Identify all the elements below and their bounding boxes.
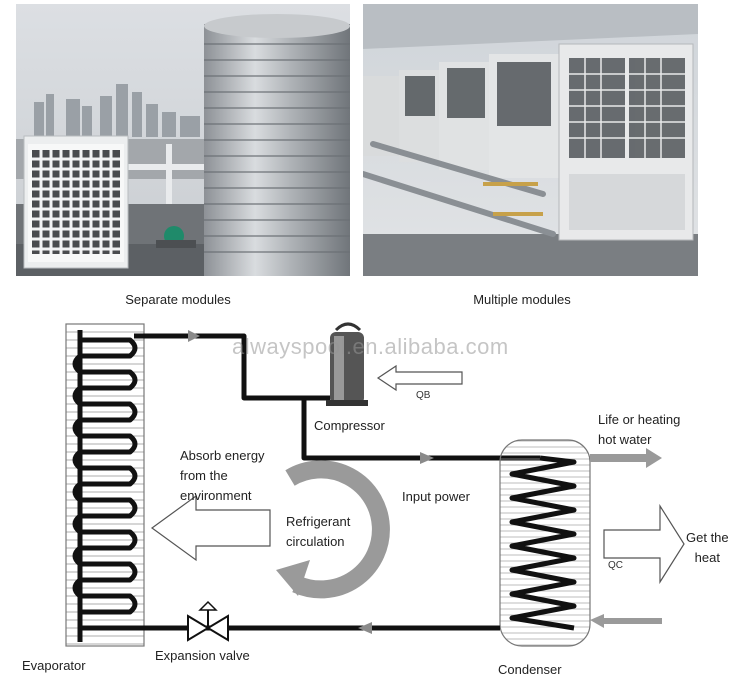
caption-separate-modules: Separate modules	[125, 292, 231, 307]
absorb-energy-label: Absorb energy from the environment	[180, 446, 265, 506]
qb-label: QB	[416, 390, 431, 401]
photo-multiple-modules	[363, 4, 698, 276]
condenser-unit	[499, 439, 591, 647]
qc-label: QC	[608, 560, 623, 571]
pipe-compressor-to-condenser	[301, 398, 540, 461]
condenser-label: Condenser	[498, 662, 562, 677]
water-in-arrow	[590, 614, 662, 628]
hot-water-line1: Life or heating	[598, 412, 681, 427]
caption-multiple-modules: Multiple modules	[473, 292, 571, 307]
absorb-energy-line2: from the	[180, 468, 228, 483]
get-heat-line2: heat	[694, 550, 720, 565]
photo-multiple-modules-image	[363, 4, 698, 276]
hot-water-out-arrow	[590, 448, 662, 468]
absorb-energy-arrow	[150, 494, 271, 562]
compressor	[326, 322, 368, 406]
evaporator-coil	[72, 330, 138, 642]
condenser-coil	[509, 455, 577, 631]
flow-arrow-top	[188, 330, 200, 342]
get-heat-arrow	[603, 503, 685, 585]
refrigerant-circulation-arrow	[276, 460, 390, 599]
flow-arrow-bottom	[358, 622, 372, 634]
get-heat-label: Get the heat	[686, 528, 729, 568]
refrigerant-circulation-label: Refrigerant circulation	[286, 512, 350, 552]
evaporator-label: Evaporator	[22, 658, 86, 673]
compressor-label: Compressor	[314, 418, 385, 433]
refrigerant-line2: circulation	[286, 534, 345, 549]
refrigerant-line1: Refrigerant	[286, 514, 351, 529]
input-power-label: Input power	[402, 489, 470, 504]
flow-arrow-input	[420, 452, 434, 464]
evaporator-unit	[65, 323, 145, 647]
absorb-energy-line3: environment	[180, 488, 252, 503]
expansion-valve	[187, 600, 229, 642]
hot-water-label: Life or heating hot water	[598, 410, 680, 450]
hot-water-line2: hot water	[598, 432, 652, 447]
watermark: alwayspool.en.alibaba.com	[232, 334, 509, 359]
photo-separate-modules-image	[16, 4, 350, 276]
photo-separate-modules	[16, 4, 350, 276]
get-heat-line1: Get the	[686, 530, 729, 545]
qb-arrow	[376, 364, 463, 392]
absorb-energy-line1: Absorb energy	[180, 448, 265, 463]
expansion-valve-label: Expansion valve	[155, 648, 250, 663]
